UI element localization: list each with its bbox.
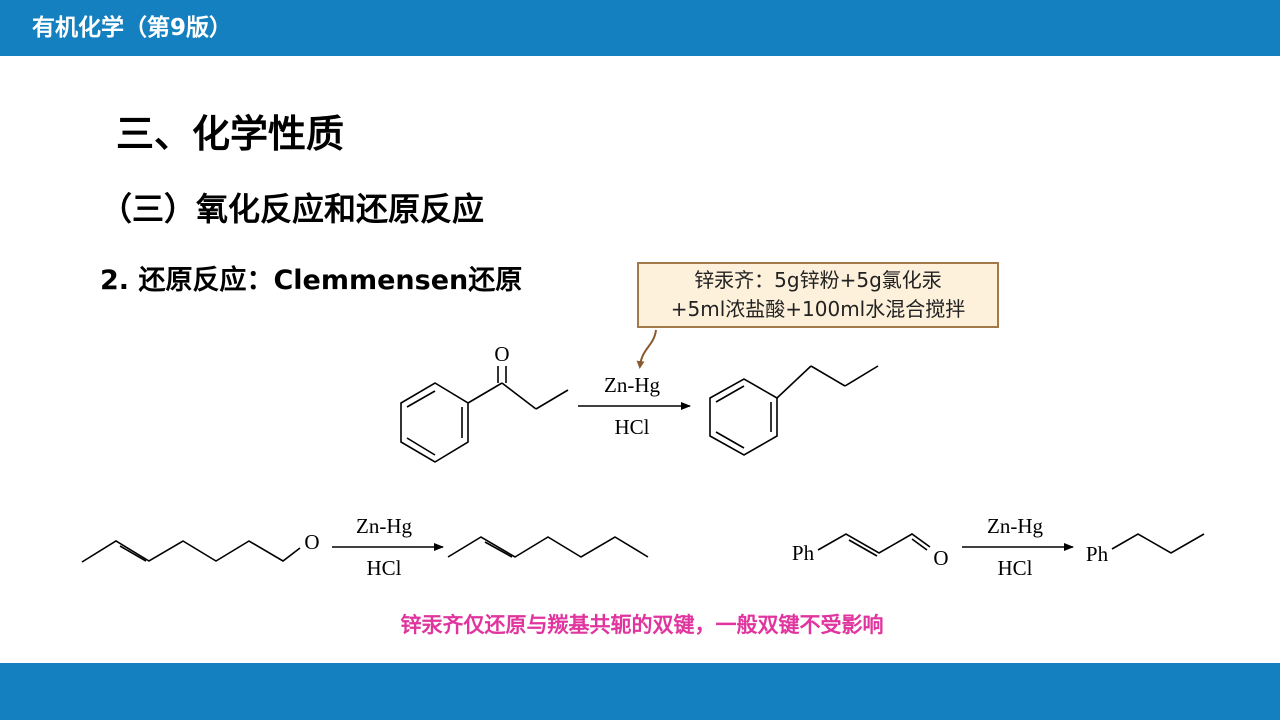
reaction3-ph-label: Ph (792, 541, 815, 565)
footer-bar (0, 663, 1280, 720)
reaction2-reagent-bottom: HCl (366, 556, 401, 580)
subsection-title: （三）氧化反应和还原反应 (100, 190, 485, 228)
reaction1-reagent-bottom: HCl (614, 415, 649, 439)
reaction1-reagent-top: Zn-Hg (604, 373, 660, 397)
propiophenone-structure (400, 366, 569, 463)
reaction2-reagent-top: Zn-Hg (356, 514, 412, 538)
reaction1-oxygen-label: O (494, 342, 509, 366)
footnote: 锌汞齐仅还原与羰基共轭的双键，一般双键不受影响 (400, 613, 884, 637)
course-title: 有机化学（第9版） (32, 15, 233, 41)
heptene-structure (447, 536, 649, 558)
propylbenzene-structure (709, 365, 879, 456)
reaction3-reagent-top: Zn-Hg (987, 514, 1043, 538)
reaction2-oxygen-label: O (304, 530, 319, 554)
reaction3-product-ph-label: Ph (1086, 542, 1109, 566)
topic-title: 2. 还原反应：Clemmensen还原 (100, 265, 523, 296)
reagent-callout-line2: +5ml浓盐酸+100ml水混合搅拌 (670, 297, 966, 321)
heptenal-structure (81, 540, 301, 563)
reagent-callout-line1: 锌汞齐：5g锌粉+5g氯化汞 (694, 268, 942, 292)
callout-pointer (636, 329, 657, 369)
reagent-callout: 锌汞齐：5g锌粉+5g氯化汞 +5ml浓盐酸+100ml水混合搅拌 (637, 262, 999, 328)
propylbenzene-ph-structure (1111, 533, 1205, 554)
reaction3-reagent-bottom: HCl (997, 556, 1032, 580)
reaction3-oxygen-label: O (933, 546, 948, 570)
section-title: 三、化学性质 (116, 112, 345, 156)
cinnamaldehyde-structure (817, 533, 931, 557)
header-bar: 有机化学（第9版） (0, 0, 1280, 56)
